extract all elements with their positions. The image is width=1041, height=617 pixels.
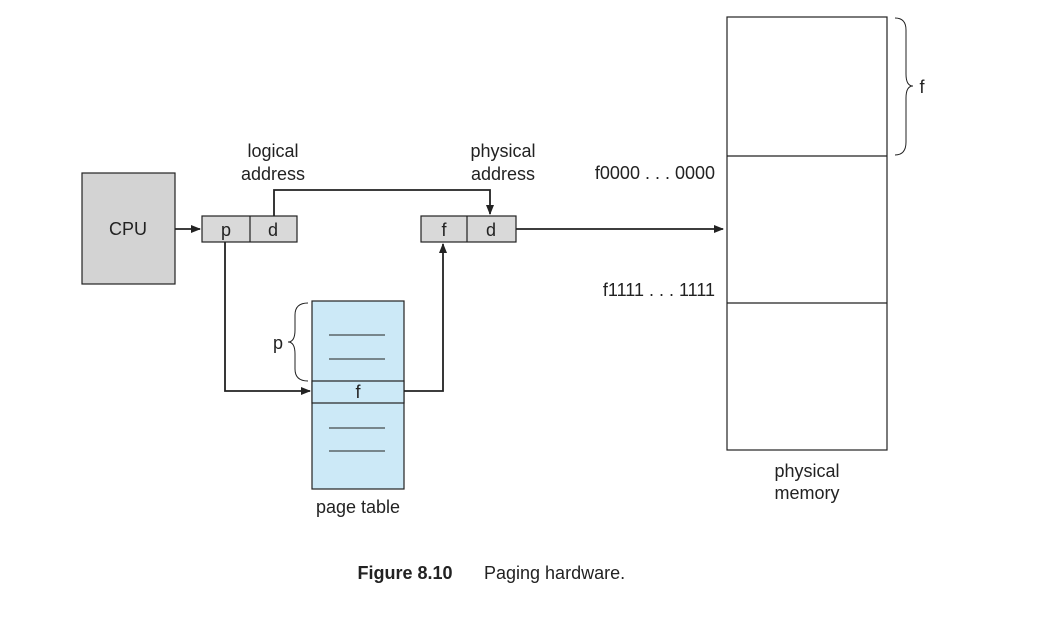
physical-address-label-line2: address	[471, 164, 535, 184]
logical-address-label-line1: logical	[247, 141, 298, 161]
physical-address-label-line1: physical	[470, 141, 535, 161]
cpu-label: CPU	[109, 219, 147, 239]
physical-memory	[726, 16, 888, 451]
cpu-box: CPU	[81, 172, 176, 285]
memory-range-end: f1111 . . . 1111	[603, 280, 715, 300]
page-table-entry-f: f	[355, 382, 361, 402]
physical-f-field: f	[441, 220, 447, 240]
physical-d-field: d	[486, 220, 496, 240]
page-number-arrow	[224, 242, 311, 395]
page-table-p-label: p	[273, 333, 283, 353]
logical-d-field: d	[268, 220, 278, 240]
physical-memory-caption-line2: memory	[774, 483, 839, 503]
memory-frame-label: f	[919, 77, 925, 97]
logical-address-register: p d	[201, 215, 298, 243]
memory-range-start: f0000 . . . 0000	[595, 163, 715, 183]
page-table: f	[311, 300, 405, 490]
physical-memory-caption-line1: physical	[774, 461, 839, 481]
figure-caption: Paging hardware.	[484, 563, 625, 583]
frame-number-arrow	[404, 243, 447, 392]
offset-copy-arrow	[273, 189, 494, 216]
figure-number: Figure 8.10	[357, 563, 452, 583]
memory-frame-brace	[894, 17, 914, 156]
logical-address-label-line2: address	[241, 164, 305, 184]
physical-address-register: f d	[420, 215, 517, 243]
page-table-p-brace	[287, 302, 309, 382]
page-table-entry	[311, 380, 405, 404]
logical-p-field: p	[221, 220, 231, 240]
page-table-caption: page table	[316, 497, 400, 517]
